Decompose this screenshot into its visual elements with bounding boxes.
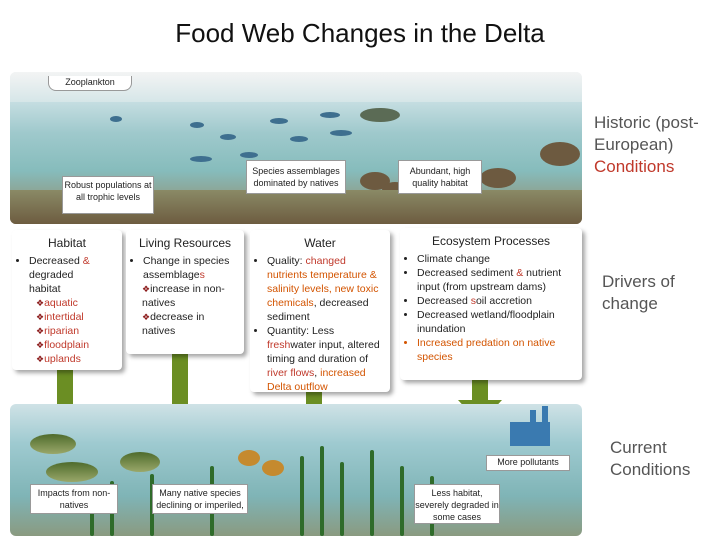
eco-text: Decreased sediment <box>417 267 517 279</box>
bass-icon <box>30 434 76 454</box>
declining-natives-label: Many native species declining or imperil… <box>152 484 248 514</box>
bass-icon <box>120 452 160 472</box>
fish-icon <box>240 152 258 158</box>
habitat-sub-item: uplands <box>36 352 116 366</box>
bass-icon <box>360 108 400 122</box>
fish-icon <box>190 122 204 128</box>
smokestack-icon <box>542 406 548 426</box>
living-text: Change in species <box>143 255 230 267</box>
habitat-box: Habitat Decreased &degraded habitat aquat… <box>12 230 122 370</box>
rock-icon <box>480 168 516 188</box>
fish-icon <box>320 112 340 118</box>
water-box: Water Quality: changed nutrients tempera… <box>250 230 390 394</box>
eco-item: Decreased sediment & nutrient input (fro… <box>417 266 576 294</box>
arrow-shaft <box>472 378 488 404</box>
habitat-text: habitat <box>29 283 61 295</box>
water-text: , altered timing and duration of <box>267 339 380 365</box>
water-quality-item: Quality: changed nutrients temperature &… <box>267 254 384 324</box>
eco-text: & <box>516 267 524 279</box>
historic-conditions-label: Historic (post- European) Conditions <box>594 112 718 178</box>
water-text: , <box>314 367 318 379</box>
rock-icon <box>540 142 580 166</box>
arrow-shaft <box>172 352 188 418</box>
fish-icon <box>330 130 352 136</box>
habitat-text: degraded <box>29 269 74 281</box>
historic-line: European) <box>594 135 674 154</box>
current-line: Current <box>610 438 667 457</box>
living-resources-box: Living Resources Change in species assemb… <box>126 230 244 354</box>
less-habitat-label: Less habitat, severely degraded in some … <box>414 484 500 524</box>
eco-text: oil accretion <box>475 295 532 307</box>
water-text: Quality: <box>267 255 306 267</box>
habitat-text: Decreased <box>29 255 83 267</box>
more-pollutants-label: More pollutants <box>486 455 570 471</box>
bass-icon <box>46 462 98 482</box>
habitat-quality-label: Abundant, high quality habitat <box>398 160 482 194</box>
eco-item: Decreased wetland/floodplain inundation <box>417 308 576 336</box>
water-text: changed <box>305 255 346 267</box>
fish-icon <box>290 136 308 142</box>
sunfish-icon <box>262 460 284 476</box>
water-text: river flows <box>267 367 315 379</box>
habitat-sub-item: riparian <box>36 324 116 338</box>
current-conditions-label: Current Conditions <box>610 437 710 481</box>
eco-item: Increased predation on native species <box>417 336 576 364</box>
water-text: increased Delta outflow <box>267 367 366 393</box>
living-text: s <box>199 269 205 281</box>
weed-icon <box>340 462 344 536</box>
ecosystem-processes-box: Ecosystem Processes Climate change Decre… <box>400 228 582 380</box>
living-sub-item: decrease in natives <box>142 310 238 338</box>
water-text: nutrients temperature & salinity levels,… <box>267 269 379 309</box>
eco-item: Climate change <box>417 252 576 266</box>
zooplankton-label: Zooplankton <box>48 76 132 91</box>
habitat-sub-item: aquatic <box>36 296 116 310</box>
fish-icon <box>270 118 288 124</box>
living-resources-heading: Living Resources <box>138 236 232 250</box>
species-assemblages-label: Species assemblages dominated by natives <box>246 160 346 194</box>
weed-icon <box>300 456 304 536</box>
habitat-text: & <box>82 255 90 267</box>
habitat-sub-item: intertidal <box>36 310 116 324</box>
weed-icon <box>320 446 324 536</box>
drivers-line: Drivers of <box>602 272 675 291</box>
smokestack-icon <box>530 410 536 426</box>
living-sub-item: increase in non-natives <box>142 282 238 310</box>
page-title: Food Web Changes in the Delta <box>175 18 545 48</box>
water-text: , <box>313 297 317 309</box>
eco-item: Decreased soil accretion <box>417 294 576 308</box>
weed-icon <box>370 450 374 536</box>
eco-text: Decreased <box>417 295 471 307</box>
eco-text: s <box>470 295 476 307</box>
non-natives-label: Impacts from non-natives <box>30 484 118 514</box>
fish-icon <box>220 134 236 140</box>
water-heading: Water <box>304 236 336 250</box>
drivers-of-change-label: Drivers of change <box>602 271 712 315</box>
living-text: assemblage <box>143 269 200 281</box>
water-text: decreased sediment <box>267 297 369 323</box>
water-text: Quantity: Less <box>267 325 335 337</box>
weed-icon <box>90 496 94 536</box>
ecosystem-heading: Ecosystem Processes <box>431 234 551 248</box>
habitat-heading: Habitat <box>47 236 87 250</box>
water-quantity-item: Quantity: Less freshwater input, altered… <box>267 324 384 394</box>
sunfish-icon <box>238 450 260 466</box>
eco-text: nutrient input (from upstream dams) <box>417 267 562 293</box>
robust-populations-label: Robust populations at all trophic levels <box>62 176 154 214</box>
current-line: Conditions <box>610 460 691 479</box>
historic-line: Historic (post- <box>594 113 699 132</box>
living-item: Change in species assemblages <box>143 254 238 282</box>
water-text: fresh <box>267 339 291 351</box>
weed-icon <box>400 466 404 536</box>
drivers-line: change <box>602 294 658 313</box>
factory-icon <box>510 422 550 446</box>
historic-line: Conditions <box>594 157 675 176</box>
habitat-sub-item: floodplain <box>36 338 116 352</box>
fish-icon <box>110 116 122 122</box>
habitat-item: Decreased &degraded habitat <box>29 254 116 296</box>
fish-icon <box>190 156 212 162</box>
water-text: water input <box>290 339 342 351</box>
